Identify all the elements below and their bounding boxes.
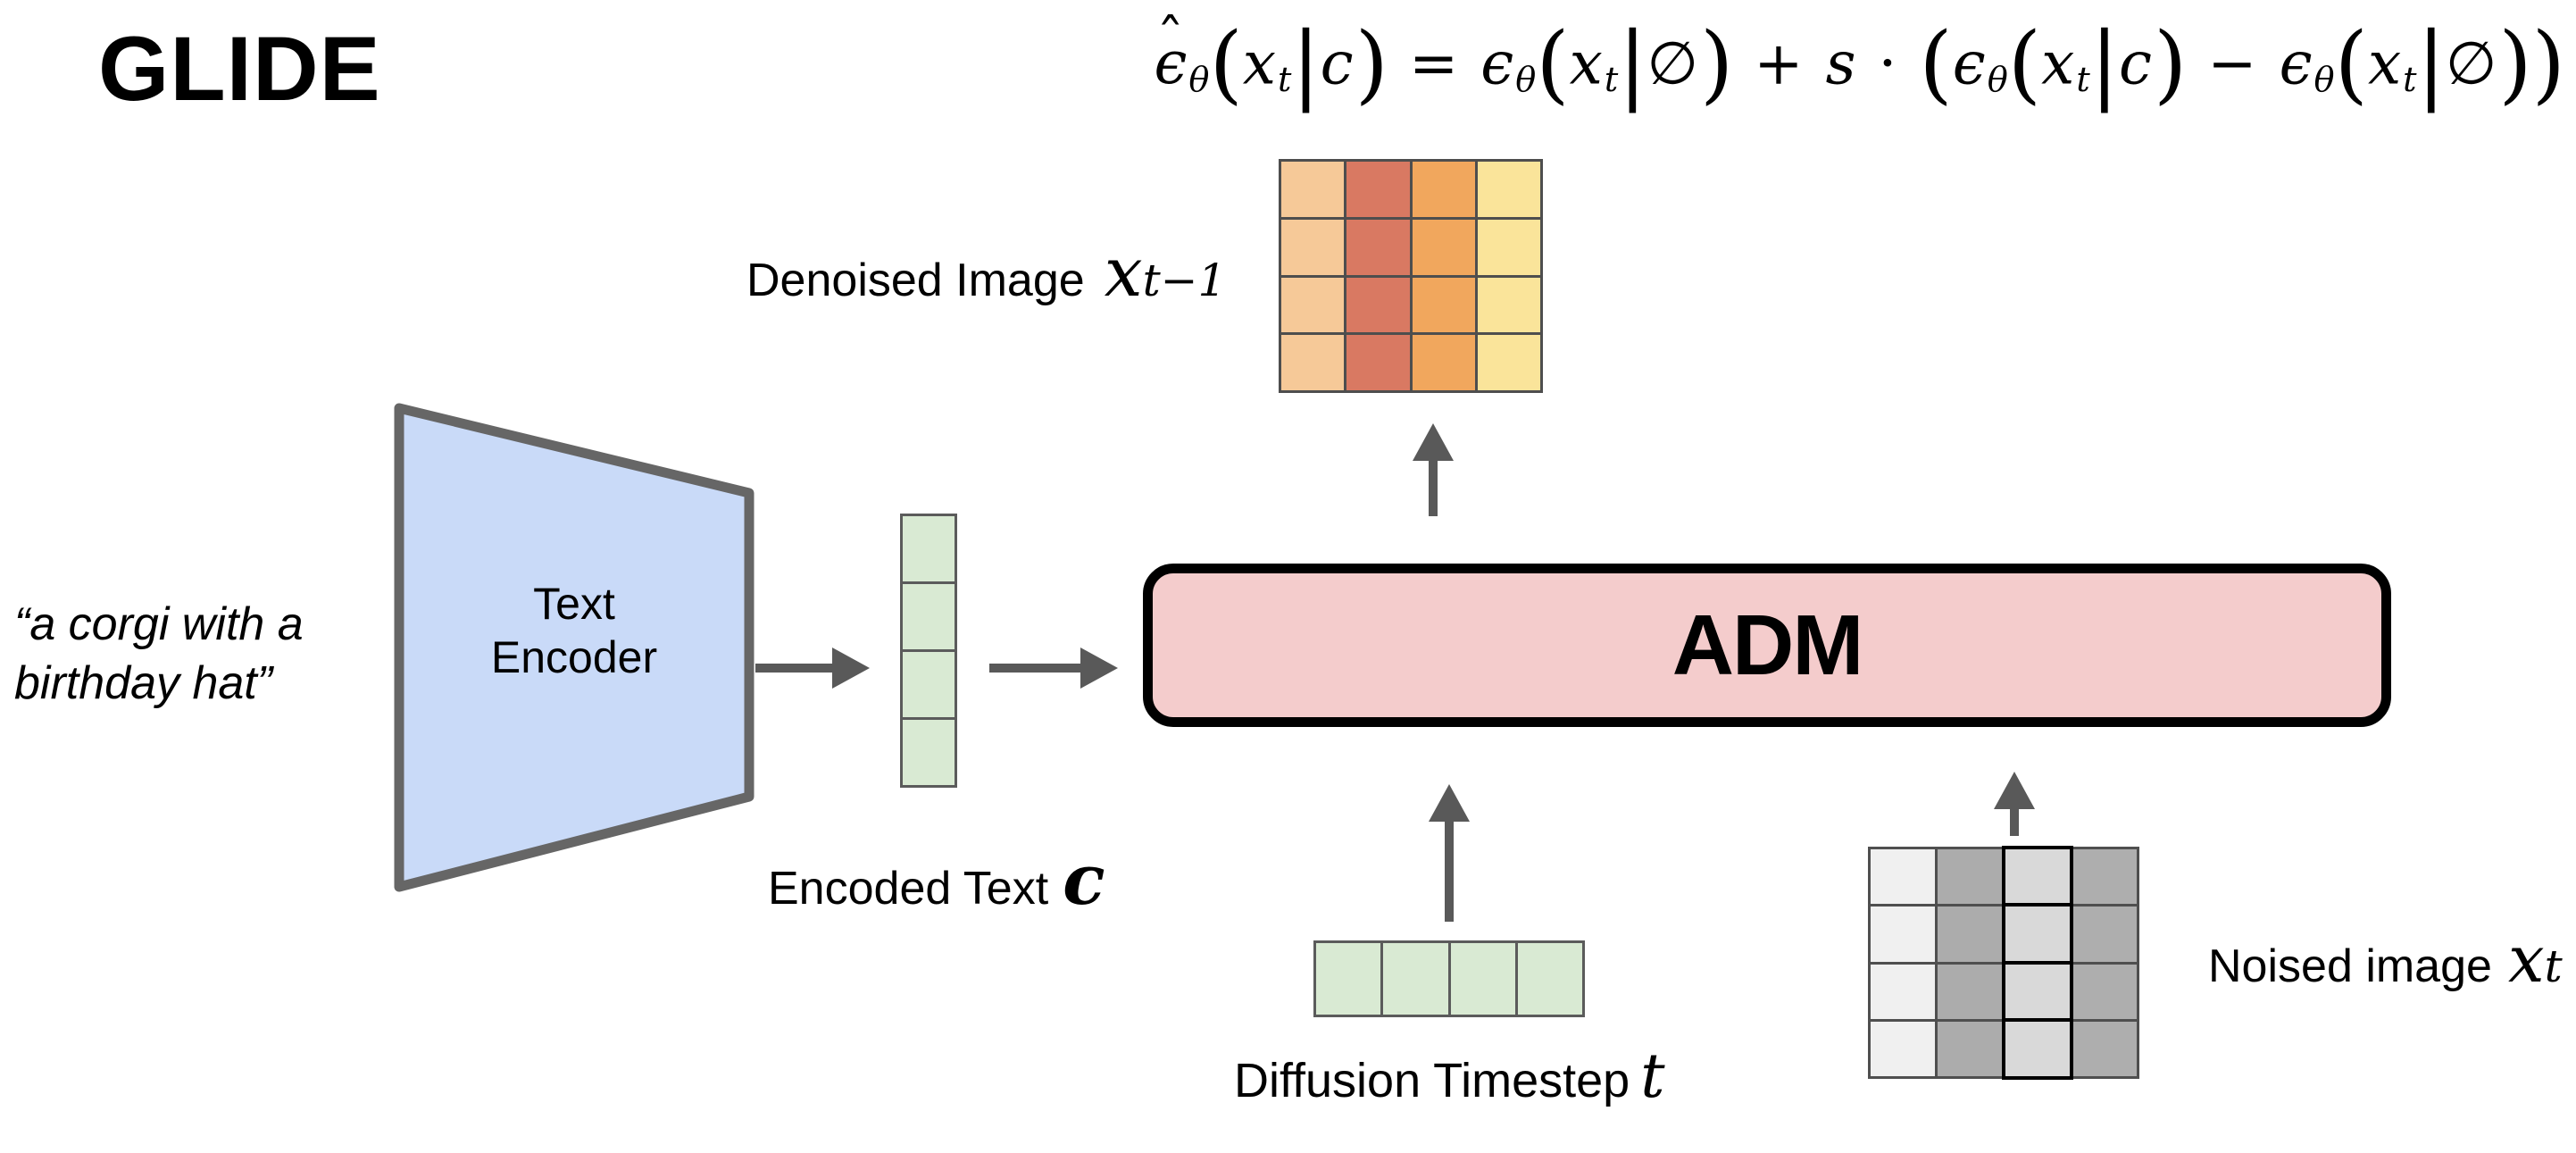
encoded-text-caption-text: Encoded Text: [768, 863, 1049, 915]
diffusion-timestep-vector: [1313, 940, 1585, 1017]
grid-cell: [903, 652, 955, 717]
grid-cell: [903, 516, 955, 581]
arrow-noised-to-adm-head: [1994, 772, 2035, 809]
grid-cell: [1412, 277, 1475, 333]
grid-cell: [1281, 277, 1345, 333]
noised-image-grid: [1868, 847, 2139, 1079]
denoised-image-grid: [1279, 159, 1543, 393]
text-encoder-label-line1: Text: [533, 579, 615, 629]
grid-cell: [1938, 964, 2003, 1019]
grid-cell: [2005, 964, 2070, 1019]
grid-cell: [1477, 335, 1540, 390]
math-symbol-x: x: [2507, 922, 2545, 997]
arrow-vector-to-adm-head: [1080, 648, 1118, 689]
grid-cell: [1412, 219, 1475, 275]
grid-cell: [1871, 849, 1936, 905]
adm-block: ADM: [1143, 564, 2391, 727]
arrow-timestep-to-adm-head: [1429, 784, 1470, 822]
text-prompt-line1: “a corgi with a: [14, 598, 304, 650]
grid-cell: [2072, 907, 2137, 962]
page-title: GLIDE: [98, 18, 381, 120]
adm-block-label: ADM: [1671, 597, 1864, 693]
grid-cell: [1477, 219, 1540, 275]
grid-cell: [2072, 964, 2137, 1019]
grid-cell: [1477, 277, 1540, 333]
grid-cell: [1517, 943, 1582, 1015]
grid-cell: [1938, 849, 2003, 905]
grid-cell: [1383, 943, 1448, 1015]
grid-cell: [1477, 162, 1540, 217]
grid-cell: [1281, 162, 1345, 217]
grid-cell: [1871, 907, 1936, 962]
encoded-text-caption: Encoded Text c: [768, 840, 1105, 921]
grid-cell: [2005, 907, 2070, 962]
grid-cell: [1346, 219, 1410, 275]
grid-cell: [1938, 1021, 2003, 1076]
diffusion-timestep-caption: Diffusion Timestep t: [1234, 1041, 1665, 1112]
arrow-encoder-to-vector-head: [832, 648, 870, 689]
arrow-adm-to-denoised-head: [1413, 423, 1454, 461]
grid-cell: [1412, 162, 1475, 217]
math-symbol-t: t: [1640, 1041, 1665, 1112]
text-encoder-label-line2: Encoder: [490, 632, 658, 682]
grid-cell: [2072, 849, 2137, 905]
noised-image-caption-text: Noised image: [2208, 940, 2492, 992]
denoised-image-caption-text: Denoised Image: [746, 255, 1085, 306]
grid-cell: [1871, 964, 1936, 1019]
grid-cell: [1281, 335, 1345, 390]
grid-cell: [2072, 1021, 2137, 1076]
grid-cell: [1281, 219, 1345, 275]
math-symbol-x: x: [1104, 232, 1143, 312]
text-prompt-line2: birthday hat”: [14, 657, 273, 709]
grid-cell: [1871, 1021, 1936, 1076]
grid-cell: [1346, 162, 1410, 217]
text-encoder-trapezoid: [394, 403, 754, 892]
text-encoder-label: Text Encoder: [399, 577, 749, 684]
arrows: [755, 423, 2035, 922]
grid-cell: [1346, 277, 1410, 333]
encoded-text-vector: [900, 514, 957, 788]
grid-cell: [2005, 849, 2070, 905]
diffusion-timestep-caption-text: Diffusion Timestep: [1234, 1054, 1630, 1107]
grid-cell: [903, 584, 955, 649]
grid-cell: [1346, 335, 1410, 390]
grid-cell: [903, 720, 955, 785]
grid-cell: [1450, 943, 1515, 1015]
grid-cell: [2005, 1021, 2070, 1076]
math-symbol-c: c: [1063, 840, 1105, 921]
text-prompt: “a corgi with a birthday hat”: [14, 595, 304, 713]
math-subscript-t-minus-1: t−1: [1142, 255, 1227, 306]
grid-cell: [1938, 907, 2003, 962]
math-subscript-t: t: [2544, 940, 2563, 992]
grid-cell: [1412, 335, 1475, 390]
grid-cell: [1316, 943, 1381, 1015]
